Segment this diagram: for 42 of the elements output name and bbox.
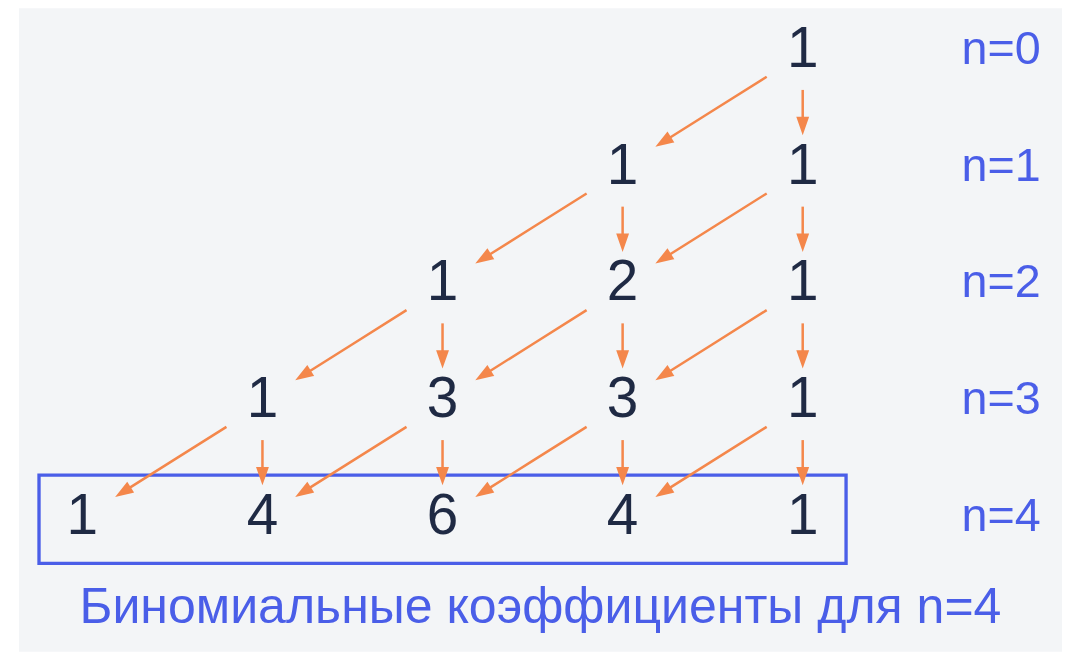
arrow xyxy=(795,206,809,252)
label: n=3 xyxy=(961,372,1041,425)
label: n=2 xyxy=(961,255,1041,308)
arrow xyxy=(435,323,449,369)
node-text: 1 xyxy=(66,482,98,546)
label: n=1 xyxy=(961,138,1041,191)
caption: Биномиальные коэффициенты для n=4 xyxy=(79,578,1001,635)
arrow xyxy=(474,192,587,264)
arrow xyxy=(294,309,407,381)
cluster xyxy=(36,473,848,566)
node-text: 1 xyxy=(786,15,818,79)
node-text: 2 xyxy=(606,249,638,313)
arrow xyxy=(474,425,587,497)
label: n=4 xyxy=(961,488,1041,541)
arrow xyxy=(654,425,767,497)
node-text: 4 xyxy=(606,482,638,546)
node-text: 3 xyxy=(426,366,458,430)
arrow xyxy=(795,440,809,486)
arrow xyxy=(615,206,629,252)
arrow xyxy=(795,89,809,136)
arrow xyxy=(795,323,809,369)
arrow xyxy=(435,440,449,486)
node-text: 1 xyxy=(786,249,818,313)
arrow xyxy=(615,440,629,486)
arrow xyxy=(474,309,587,381)
node-text: 1 xyxy=(786,482,818,546)
arrow xyxy=(255,440,269,486)
node-text: 1 xyxy=(786,366,818,430)
arrow xyxy=(654,192,767,264)
node-text: 1 xyxy=(786,132,818,196)
arrow xyxy=(615,323,629,369)
arrow xyxy=(294,425,407,497)
arrow xyxy=(654,75,767,147)
node-text: 3 xyxy=(606,366,638,430)
node-text: 4 xyxy=(246,482,278,546)
arrow xyxy=(114,425,227,497)
arrow xyxy=(654,309,767,381)
node-text: 1 xyxy=(606,132,638,196)
node-text: 1 xyxy=(426,249,458,313)
node-text: 1 xyxy=(246,366,278,430)
node-text: 6 xyxy=(426,482,458,546)
label: n=0 xyxy=(961,21,1041,74)
